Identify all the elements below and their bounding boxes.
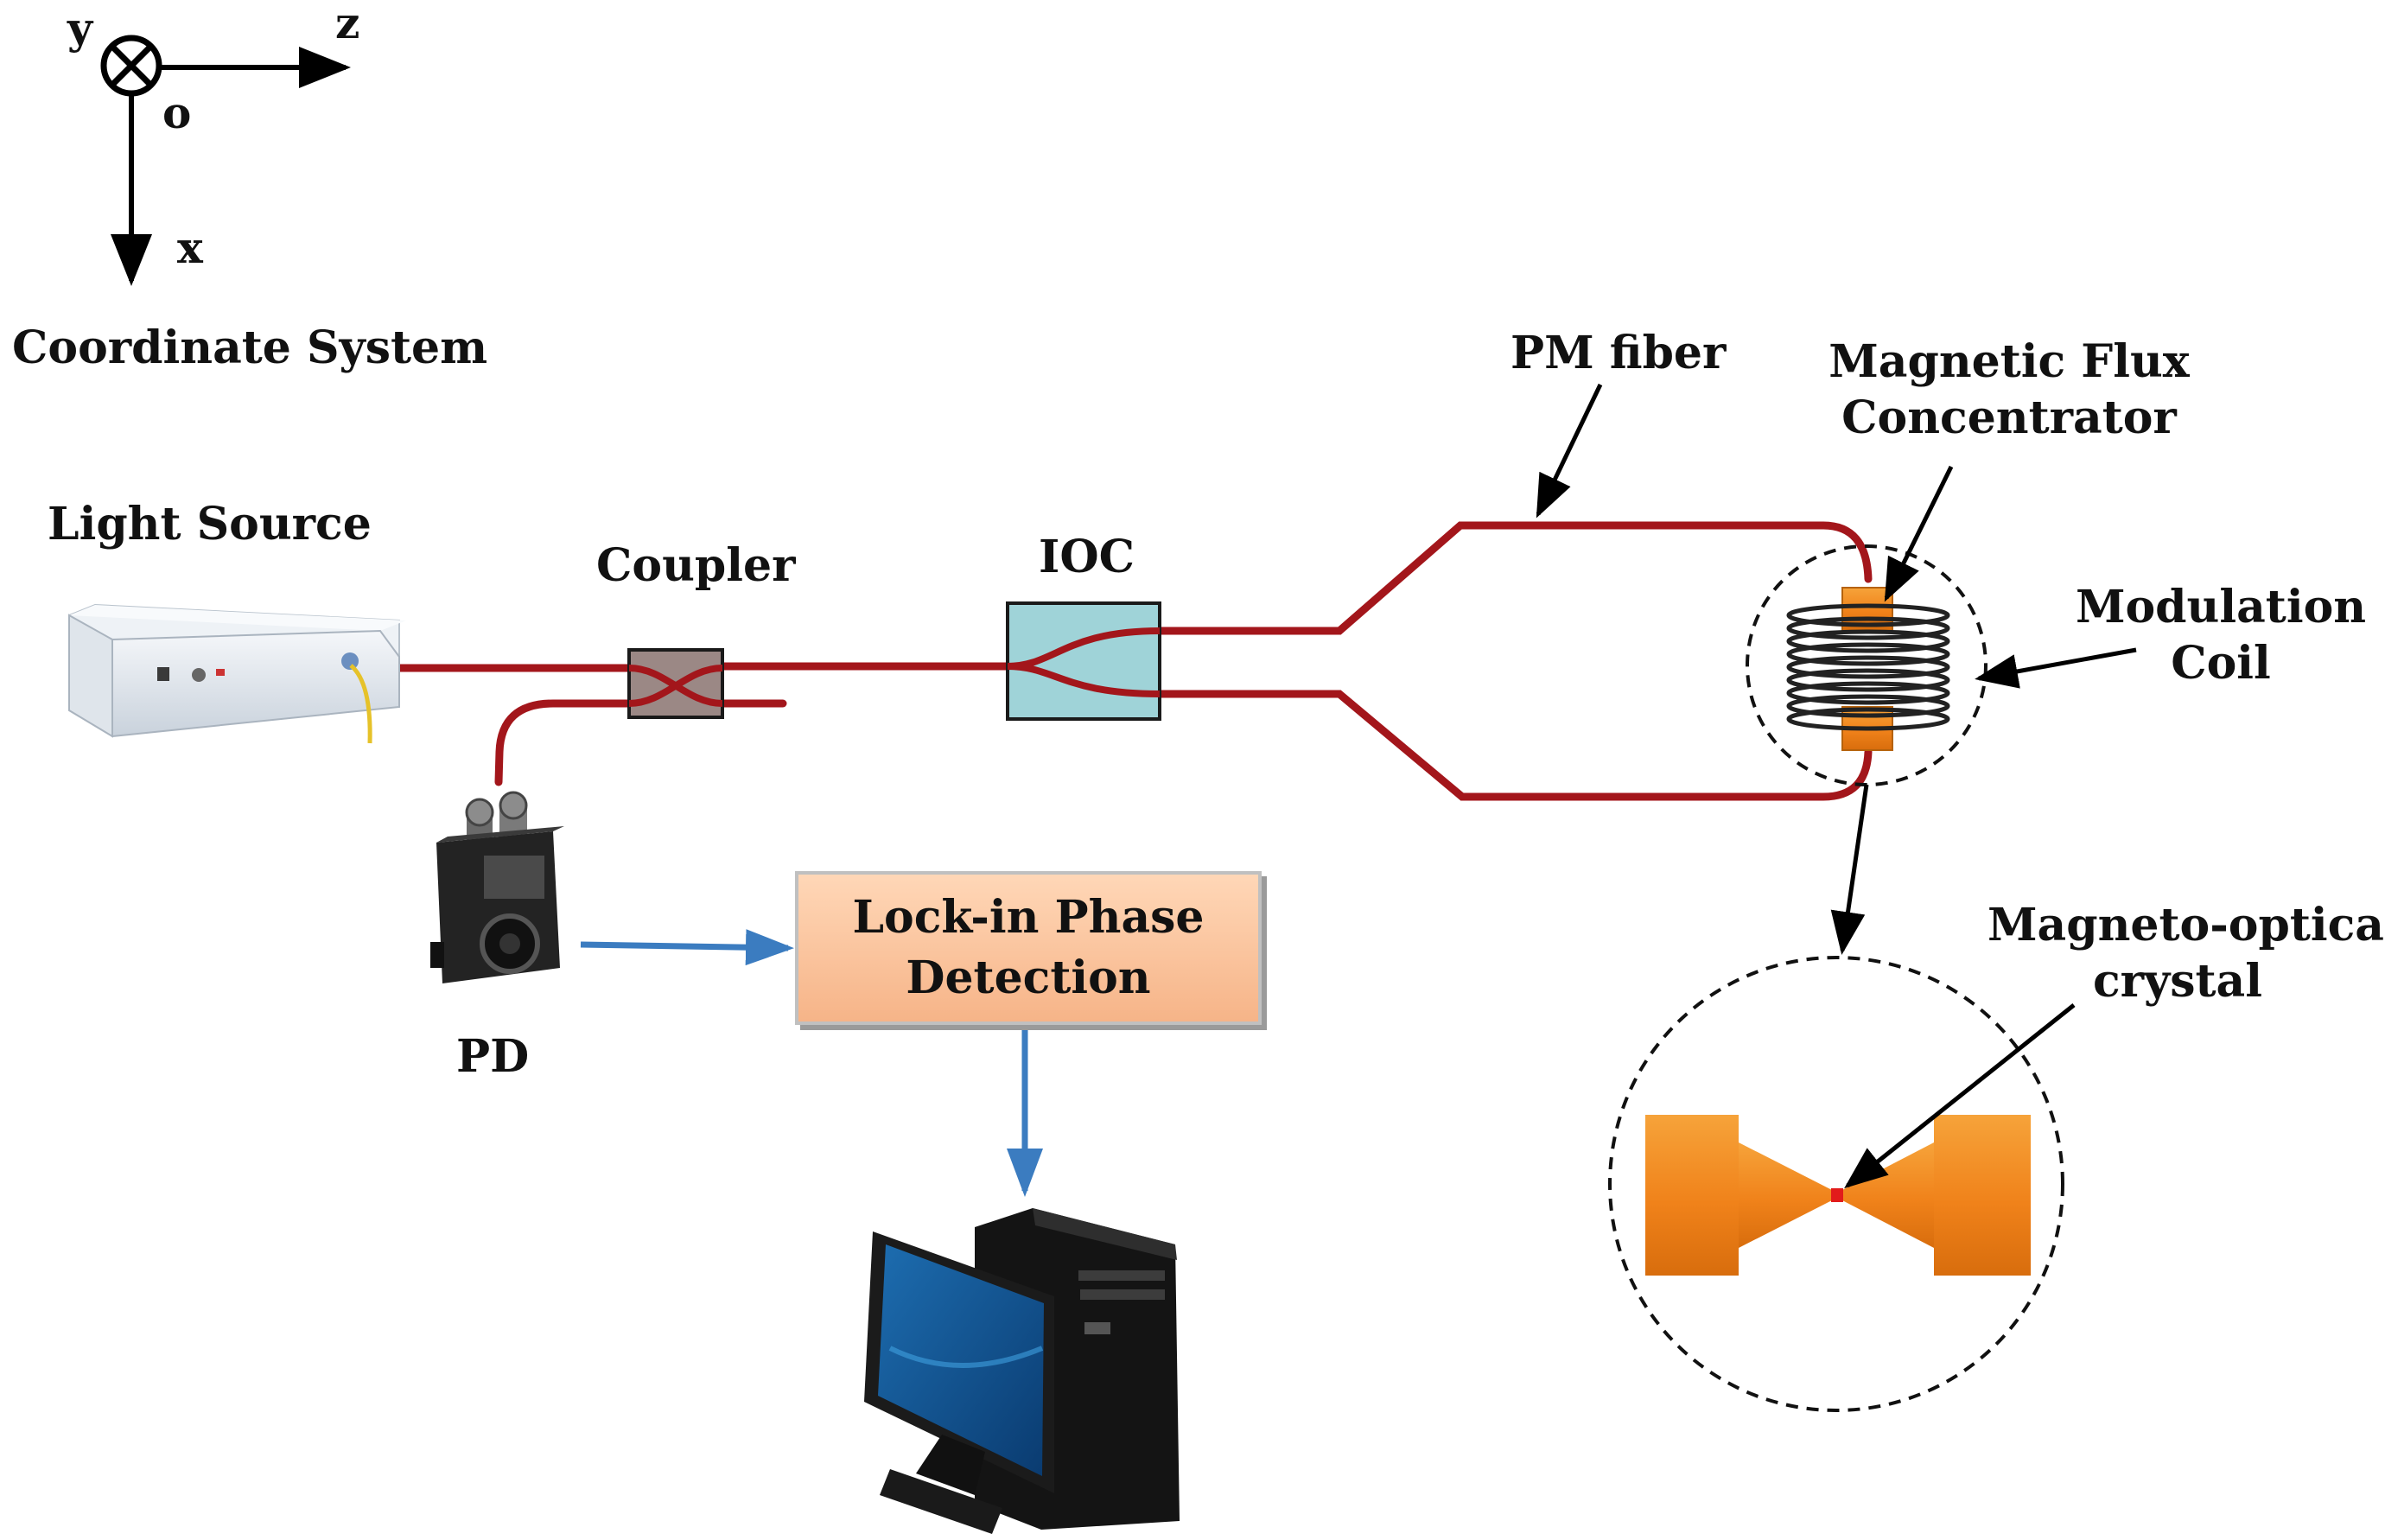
modulation-coil-label-line2: Coil: [2171, 637, 2271, 690]
coupler-label: Coupler: [596, 539, 796, 592]
pm-fiber-upper: [1155, 521, 1873, 635]
modulation-coil: [1786, 603, 1950, 731]
crystal-label: Magneto-optical crystal: [1988, 897, 2385, 1009]
concentrator-right-cylinder: [1934, 1115, 2031, 1276]
concentrator-left-cylinder: [1645, 1115, 1739, 1276]
y-axis-label: y: [67, 3, 93, 54]
light-source-label: Light Source: [48, 498, 372, 550]
modulation-coil-label-line1: Modulation: [2075, 581, 2367, 633]
flux-concentrator-label: Magnetic Flux Concentrator: [1815, 334, 2204, 446]
pd-to-lockin-arrow: [580, 929, 794, 966]
monitor: [864, 1231, 1054, 1534]
lockin-label-line2: Detection: [906, 951, 1151, 1004]
concentrator-right-cone: [1842, 1142, 1934, 1248]
coil-pointer: [1975, 647, 2137, 689]
computer: [864, 1208, 1180, 1534]
flux-concentrator-pointer: [1884, 465, 1954, 602]
ioc-label: IOC: [1039, 531, 1135, 583]
pm-fiber-label: PM fiber: [1510, 327, 1727, 379]
ioc-device: [1006, 601, 1161, 721]
light-source-device: [68, 603, 406, 744]
fiber-paths: [395, 521, 1873, 801]
crystal-pointer: [1844, 1003, 2076, 1189]
concentrator-left-cone: [1739, 1142, 1832, 1248]
lock-in-phase-detection-box: Lock-in Phase Detection: [795, 871, 1262, 1025]
detail-dashed-circle: [1608, 956, 2064, 1412]
signal-arrows: [580, 929, 1043, 1197]
pd-label: PD: [456, 1030, 530, 1083]
lockin-label-line1: Lock-in Phase: [852, 890, 1205, 944]
crystal-label-line1: Magneto-optical: [1988, 899, 2385, 951]
magneto-optical-crystal: [1831, 1188, 1843, 1202]
flux-concentrator-label-line2: Concentrator: [1841, 391, 2177, 444]
z-axis-label: z: [335, 0, 360, 48]
pm-fiber-pointer: [1536, 383, 1603, 519]
x-axis-label: x: [177, 222, 203, 273]
photodetector-device: [430, 791, 564, 983]
coordinate-system-caption: Coordinate System: [12, 321, 488, 374]
coupler-device: [627, 648, 724, 719]
pm-fiber-lower: [1155, 690, 1873, 801]
monitor-screen: [878, 1244, 1044, 1476]
crystal-label-line2: crystal: [2092, 955, 2262, 1008]
flux-concentrator-label-line1: Magnetic Flux: [1828, 335, 2190, 388]
fiber-to-pd: [494, 699, 633, 786]
origin-label: o: [162, 87, 192, 138]
modulation-coil-label: Modulation Coil: [2074, 579, 2368, 691]
coordinate-system: [100, 35, 351, 286]
detail-pointer: [1830, 784, 1869, 955]
pointer-arrows: [1536, 383, 2137, 1189]
crystal-detail: [1608, 956, 2064, 1412]
